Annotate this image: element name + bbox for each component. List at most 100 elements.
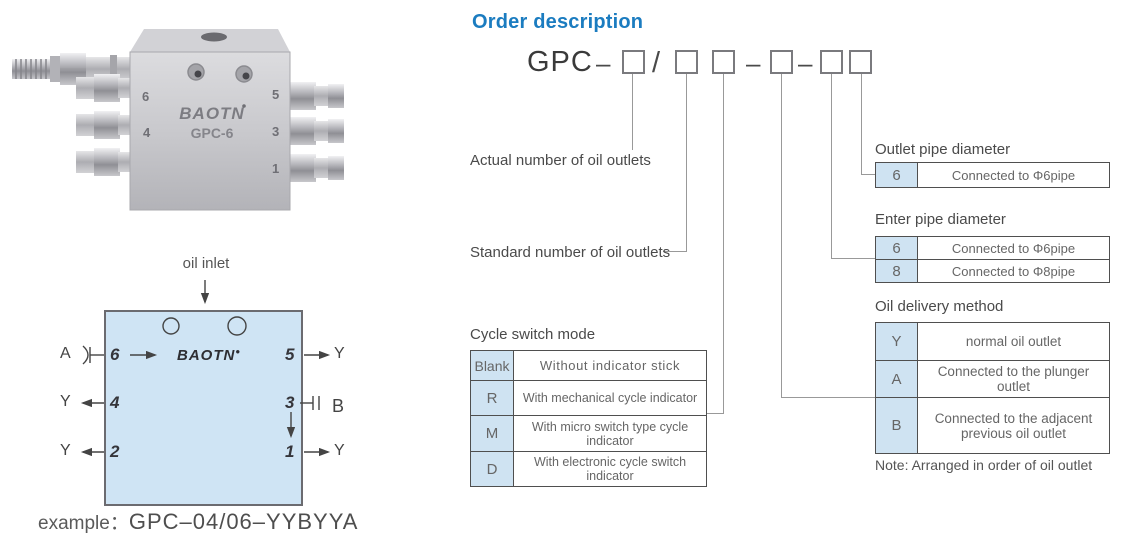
page-title: Order description (472, 11, 644, 33)
table-row: 6 Connected to Φ6pipe (875, 162, 1110, 188)
outlet-pipe-table: 6 Connected to Φ6pipe (875, 162, 1110, 188)
photo-logo-text: BAOTN (179, 104, 244, 123)
code-dash-2: – (746, 48, 761, 78)
connector-line (663, 251, 687, 252)
connector-line (707, 413, 724, 414)
photo-port-4: 4 (143, 125, 151, 140)
connector-line (781, 74, 782, 398)
photo-model-text: GPC-6 (191, 125, 234, 141)
outlet-pipe-title: Outlet pipe diameter (875, 141, 1011, 158)
schematic-logo: BAOTN● (177, 347, 241, 364)
photo-port-3: 3 (272, 124, 279, 139)
code-dash-1: – (596, 48, 611, 78)
oil-delivery-note: Note: Arranged in order of oil outlet (875, 457, 1093, 473)
code-box-enter-pipe (820, 50, 843, 74)
cycle-switch-table: Blank Without indicator stick R With mec… (470, 350, 707, 487)
connector-line (861, 174, 875, 175)
option-desc: Connected to Φ6pipe (917, 162, 1110, 188)
port2-number: 2 (110, 442, 120, 461)
option-desc: Connected to Φ8pipe (917, 259, 1110, 283)
registered-dot-icon: ● (235, 347, 242, 356)
option-desc: normal oil outlet (917, 322, 1110, 361)
cycle-switch-title: Cycle switch mode (470, 326, 596, 343)
enter-pipe-title: Enter pipe diameter (875, 211, 1006, 228)
option-key: D (470, 451, 514, 487)
photo-port-5: 5 (272, 87, 279, 102)
connector-line (831, 258, 875, 259)
label-b: B (332, 396, 345, 416)
mount-hole-icon (162, 317, 180, 335)
table-row: A Connected to the plunger outlet (875, 360, 1110, 398)
distributor-schematic-block (104, 310, 303, 506)
table-row: Y normal oil outlet (875, 322, 1110, 361)
code-box-standard (675, 50, 698, 74)
option-desc-line1: Connected to the adjacent (934, 410, 1093, 426)
photo-port-1: 1 (272, 161, 279, 176)
distributor-block-graphic: BAOTN GPC-6 6 4 5 3 1 (129, 29, 291, 211)
oil-delivery-title: Oil delivery method (875, 298, 1004, 315)
label-a: A (60, 345, 71, 362)
option-key: Y (875, 322, 918, 361)
code-box-outlet-pipe (849, 50, 872, 74)
table-row: 6 Connected to Φ6pipe (875, 236, 1110, 260)
option-desc: Connected to Φ6pipe (917, 236, 1110, 260)
label-y2: Y (60, 442, 71, 459)
option-desc: Connected to the plunger outlet (917, 360, 1110, 398)
code-box-oil-delivery (770, 50, 793, 74)
connector-line (632, 74, 633, 150)
option-key: Blank (470, 350, 514, 381)
right-fittings-graphic (290, 82, 344, 182)
mount-hole-icon (227, 316, 247, 336)
photo-port-6: 6 (142, 89, 149, 104)
code-box-actual (622, 50, 645, 74)
code-box-cycle-switch (712, 50, 735, 74)
port1-number: 1 (285, 442, 295, 461)
option-desc: With electronic cycle switch indicator (513, 451, 707, 487)
schematic-diagram: oil inlet (0, 240, 420, 549)
option-key: 6 (875, 162, 918, 188)
example-code: GPC–04/06–YYBYYA (128, 509, 359, 534)
option-key: 8 (875, 259, 918, 283)
code-slash: / (652, 47, 661, 79)
connector-line (781, 397, 875, 398)
oil-delivery-table: Y normal oil outlet A Connected to the p… (875, 322, 1110, 454)
schematic-symbols (80, 280, 331, 457)
code-prefix: GPC (527, 46, 593, 78)
table-row: B Connected to the adjacent previous oil… (875, 397, 1110, 454)
port4-number: 4 (110, 393, 120, 412)
option-desc: Without indicator stick (513, 350, 707, 381)
option-key: A (875, 360, 918, 398)
connector-line (723, 74, 724, 414)
option-desc-line2: previous oil outlet (960, 425, 1067, 441)
option-key: R (470, 380, 514, 416)
option-key: B (875, 397, 918, 454)
option-key: M (470, 415, 514, 452)
example-label: example： (38, 513, 129, 534)
port6-number: 6 (110, 345, 120, 364)
label-y4: Y (60, 393, 71, 410)
table-row: Blank Without indicator stick (470, 350, 707, 381)
connector-line (686, 74, 687, 252)
option-desc: Connected to the adjacent previous oil o… (917, 397, 1110, 454)
connector-line (831, 74, 832, 259)
port5-number: 5 (285, 345, 295, 364)
callout-actual-outlets: Actual number of oil outlets (470, 152, 651, 169)
option-key: 6 (875, 236, 918, 260)
table-row: R With mechanical cycle indicator (470, 380, 707, 416)
example-line: example：GPC–04/06–YYBYYA (38, 508, 358, 535)
option-desc: With mechanical cycle indicator (513, 380, 707, 416)
table-row: 8 Connected to Φ8pipe (875, 259, 1110, 283)
code-dash-3: – (798, 48, 813, 78)
left-fittings-graphic (76, 74, 132, 176)
callout-standard-outlets: Standard number of oil outlets (470, 244, 671, 261)
connector-line (861, 74, 862, 175)
label-y5: Y (334, 345, 345, 362)
label-y1: Y (334, 442, 345, 459)
oil-inlet-label: oil inlet (182, 255, 230, 272)
plunger-connection-icon (82, 345, 104, 365)
table-row: M With micro switch type cycle indicator (470, 415, 707, 452)
port3-number: 3 (285, 393, 295, 412)
schematic-logo-text: BAOTN (177, 347, 236, 364)
option-desc: With micro switch type cycle indicator (513, 415, 707, 452)
